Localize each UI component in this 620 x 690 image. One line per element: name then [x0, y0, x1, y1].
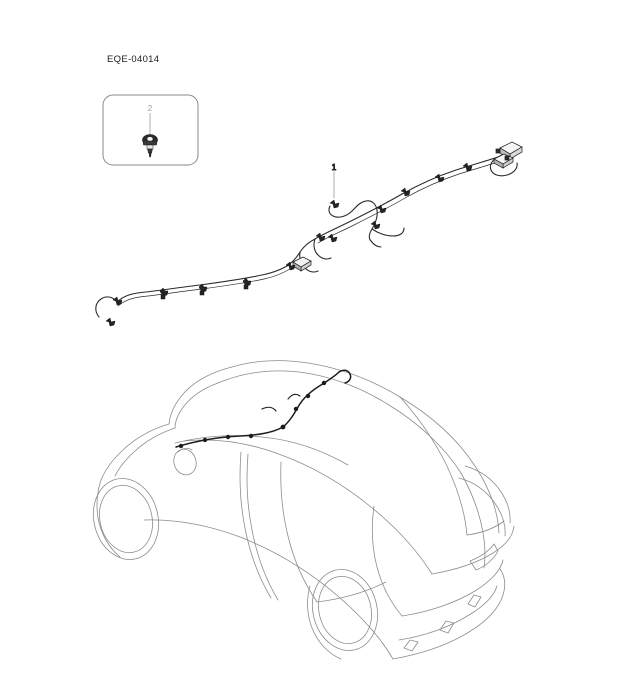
- vehicle-body-group: [93, 360, 515, 660]
- vehicle-rear-bumper-upper: [401, 559, 504, 617]
- harness-clip: [329, 199, 340, 209]
- vehicle-rear-wheel: [312, 569, 378, 651]
- harness-connector-group: [493, 141, 523, 169]
- vehicle-roof-rail-groove: [174, 435, 349, 466]
- vehicle-rear-tire-inner: [318, 576, 372, 644]
- vehicle-rear-bumper-mid: [398, 585, 498, 641]
- harness-callout-number: 1: [332, 163, 337, 172]
- vehicle-c-pillar-seam: [371, 505, 403, 617]
- vehicle-cowl-line: [114, 427, 176, 477]
- vehicle-harness-clip: [202, 437, 208, 443]
- harness-clip: [462, 162, 473, 172]
- vehicle-side-mirror: [173, 448, 197, 476]
- harness-branch-loop-a: [313, 238, 332, 260]
- vehicle-harness-clip: [178, 443, 184, 449]
- vehicle-hatch-glass-lower: [460, 472, 486, 569]
- vehicle-harness-clip: [248, 433, 254, 439]
- harness-clip: [315, 232, 326, 242]
- connector-block-mid: [292, 256, 312, 272]
- vehicle-rear-bumper-outer: [392, 568, 506, 660]
- vehicle-hatch-glass-right: [399, 396, 468, 536]
- vehicle-rear-door-seam: [280, 461, 318, 603]
- harness-clip: [242, 277, 252, 290]
- harness-right-run: [314, 156, 499, 240]
- vehicle-hatch-shoulder: [431, 525, 515, 575]
- harness-clip: [112, 296, 123, 306]
- clip-fastener-icon: [142, 134, 158, 158]
- vehicle-mirror-base: [177, 447, 193, 453]
- vehicle-harness-branch-b: [287, 393, 301, 400]
- harness-branch-upper-tail: [370, 240, 382, 248]
- vehicle-roof-inner-edge: [217, 370, 462, 474]
- vehicle-quarter-crease: [316, 581, 387, 603]
- harness-clip: [159, 287, 169, 300]
- vehicle-belt-line: [183, 439, 433, 575]
- harness-clip: [285, 261, 296, 271]
- vehicle-harness-clip: [280, 424, 286, 430]
- detail-callout-number: 2: [148, 104, 153, 113]
- connector-terminal-b: [504, 155, 510, 161]
- vehicle-front-wheel: [93, 478, 159, 560]
- harness-clip: [327, 233, 338, 243]
- vehicle-harness-clip: [321, 380, 327, 386]
- vehicle-harness-lower-run: [175, 426, 284, 448]
- part-code-label: EQE-04014: [107, 54, 160, 65]
- vehicle-a-pillar-outer: [168, 366, 233, 425]
- harness-clip: [105, 317, 116, 327]
- vehicle-tail-lamp: [469, 543, 499, 571]
- harness-clip-group: [105, 162, 473, 327]
- vehicle-rear-fender-arch: [307, 585, 342, 660]
- vehicle-front-tire-inner: [99, 485, 153, 553]
- vehicle-hatch-seam: [466, 520, 505, 536]
- vehicle-harness-clip: [225, 434, 231, 440]
- vehicle-harness-clip-group: [178, 380, 327, 449]
- vehicle-harness-clip: [293, 406, 299, 412]
- detail-box-outline: [102, 94, 199, 166]
- harness-left-run: [116, 265, 288, 303]
- vehicle-diffuser-fin-b: [439, 620, 455, 634]
- vehicle-roof-upper-edge: [231, 360, 500, 534]
- vehicle-front-fender-arch: [96, 479, 121, 558]
- vehicle-harness-rear-loop: [338, 369, 352, 384]
- harness-clip: [198, 283, 208, 296]
- vehicle-a-pillar-inner: [174, 382, 219, 429]
- vehicle-rocker-line: [143, 519, 394, 660]
- vehicle-harness-branch-a: [261, 406, 277, 412]
- vehicle-front-door-seam: [239, 451, 272, 599]
- connector-terminal-a: [495, 148, 501, 154]
- harness-clip: [370, 220, 381, 230]
- vehicle-harness-clip: [305, 393, 311, 399]
- vehicle-diffuser-fin-a: [403, 639, 419, 652]
- vehicle-harness-upper-run: [282, 371, 340, 428]
- vehicle-diffuser-fin-c: [467, 594, 482, 608]
- vehicle-spoiler-lower: [458, 477, 506, 537]
- vehicle-front-door-seam-2: [246, 453, 279, 601]
- vehicle-spoiler-upper: [464, 465, 511, 524]
- harness-clip: [376, 204, 387, 214]
- harness-right-loop: [489, 156, 518, 177]
- harness-right-run-shadow: [317, 160, 502, 244]
- harness-branch-loop-b: [371, 227, 405, 237]
- detail-box-group: 2: [102, 94, 199, 166]
- harness-clip: [400, 187, 411, 197]
- harness-left-hook: [95, 296, 118, 318]
- harness-clip: [434, 173, 445, 183]
- vehicle-hood-line: [100, 423, 170, 481]
